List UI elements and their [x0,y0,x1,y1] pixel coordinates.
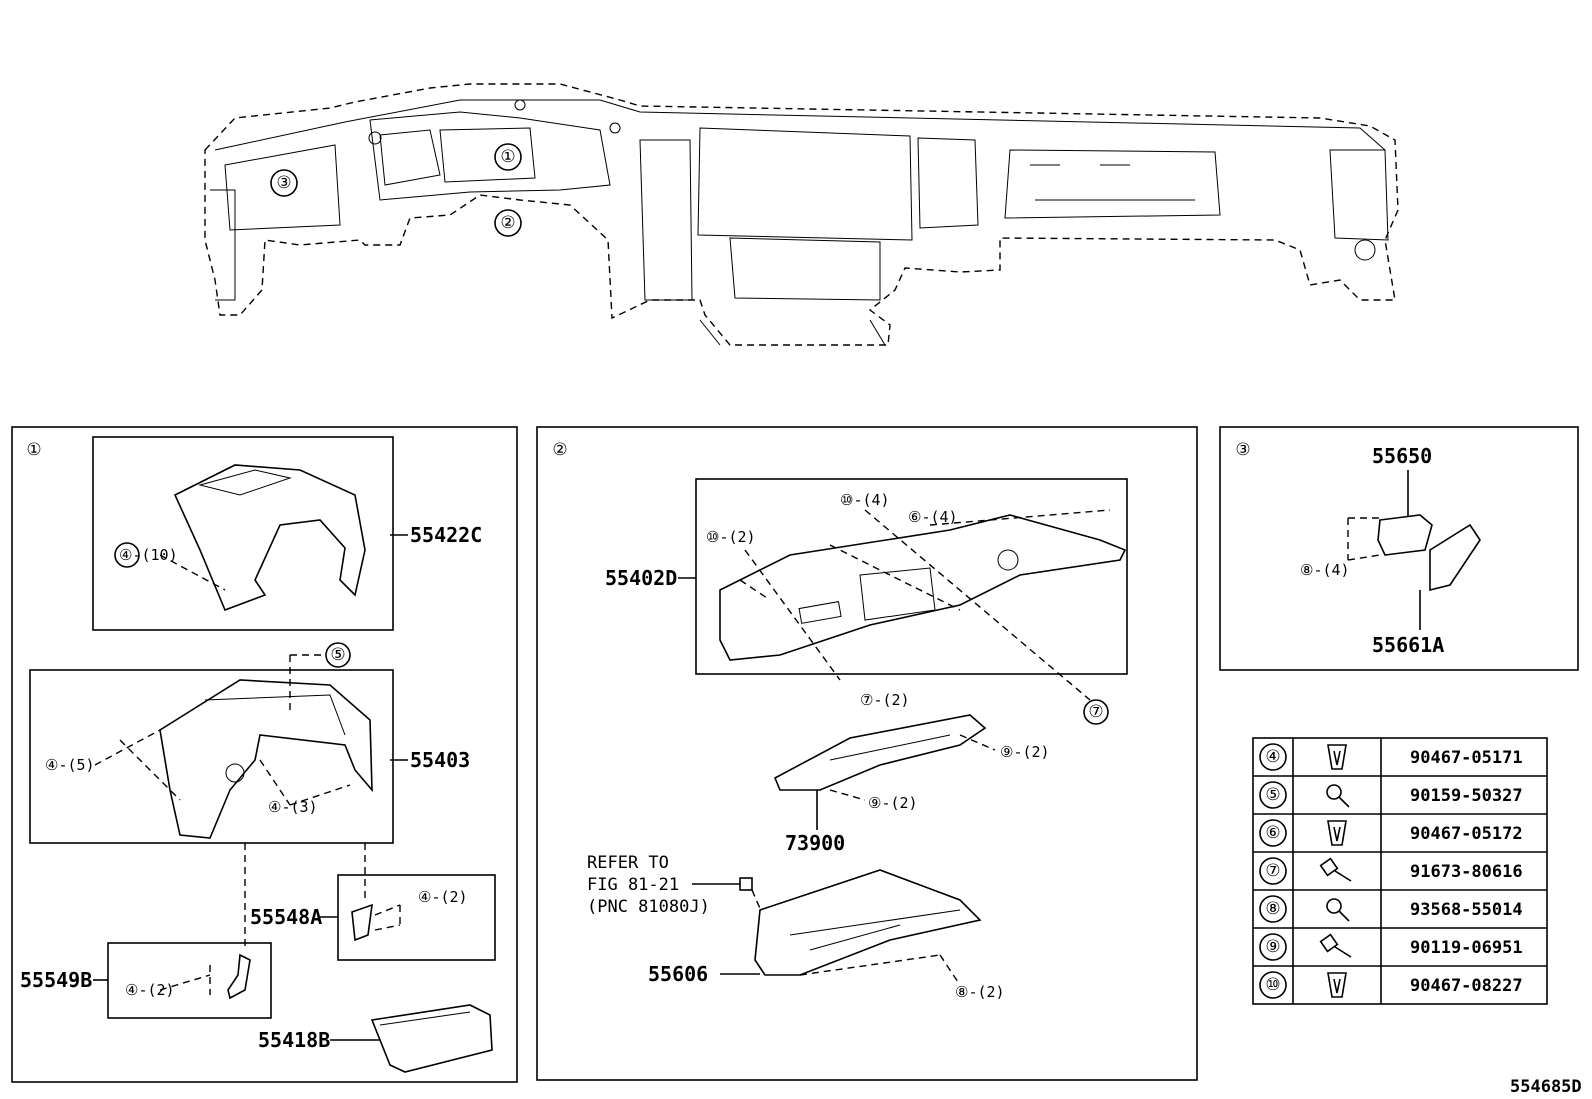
refer-line-3: (PNC 81080J) [587,897,710,917]
pno-55606: 55606 [648,962,708,986]
under-cover-55606-part [754,869,982,976]
table-ref: ⑦ [1265,861,1280,881]
screw-icon [1326,898,1350,922]
note-73900-a: ⑨-(2) [1000,743,1050,761]
bracket-73900-part [773,714,987,791]
table-ref: ⑧ [1265,899,1280,919]
table-ref-circle [1259,933,1287,961]
clip-ref-circle [114,542,140,568]
note-55402d-a: ⑩-(4) [840,491,890,509]
callout-1-main [494,143,522,171]
note-55403-a: ④-(5) [45,756,95,774]
clip-icon [1327,820,1347,846]
switch-base-55650-part [1377,514,1433,556]
bolt-icon [1319,857,1352,882]
note-55402d-b: ⑥-(4) [908,508,958,526]
note-55403-b: ④-(3) [268,798,318,816]
pno-55548a: 55548A [250,905,322,929]
pno-55661a: 55661A [1372,633,1444,657]
table-part-number: 90467-05171 [1410,748,1523,768]
callout-2-main-label: ② [500,213,515,233]
callout-2-main [494,209,522,237]
pno-55650: 55650 [1372,444,1432,468]
instrument-panel-reinforcement [204,83,1399,346]
clip-icon [1327,972,1347,998]
lower-panel-55402d-part [719,514,1127,661]
pno-55403: 55403 [410,748,470,772]
callout-1-main-label: ① [500,147,515,167]
refer-line-1: REFER TO [587,853,669,873]
callout-3-main [270,169,298,197]
screw-part [739,877,753,891]
note-55650: ⑧-(4) [1300,561,1350,579]
callout-3-main-label: ③ [276,173,291,193]
table-ref-circle [1259,743,1287,771]
table-part-number: 90119-06951 [1410,938,1523,958]
note-55403-c: ⑤ [330,645,345,665]
pno-55549b: 55549B [20,968,92,992]
garnish-55418b-part [370,1004,493,1073]
fastener-table: ④ 90467-05171 ⑤ 90159-50327 ⑥ 90467-05172 ⑦ 916… [1252,737,1548,1005]
bracket-55549b-part [227,953,251,1000]
bolt-icon [1319,933,1352,958]
table-part-number: 90159-50327 [1410,786,1523,806]
section-1-marker: ① [26,440,41,460]
note-55402d-d: ⑦-(2) [860,691,910,709]
bezel-55661a-part [1429,523,1481,592]
table-ref: ④ [1265,747,1280,767]
bolt-ref-circle [1083,699,1109,725]
screw-ref-circle [325,642,351,668]
section-3-marker: ③ [1235,440,1250,460]
table-ref: ⑨ [1265,937,1280,957]
table-ref: ⑥ [1265,823,1280,843]
section-2-frame [536,426,1198,1081]
section-1-frame [11,426,518,1083]
diagram-id: 554685D [1510,1077,1582,1097]
clip-icon [1327,744,1347,770]
note-55402d-e: ⑦ [1088,702,1103,722]
note-55422c: ④-(10) [119,546,178,564]
note-55402d-c: ⑩-(2) [706,528,756,546]
table-part-number: 90467-05172 [1410,824,1523,844]
table-part-number: 91673-80616 [1410,862,1523,882]
pno-73900: 73900 [785,831,845,855]
cluster-finish-panel-part [159,679,373,839]
section-2-marker: ② [552,440,567,460]
table-ref-circle [1259,895,1287,923]
table-ref: ⑩ [1265,975,1280,995]
section-3-frame [1219,426,1579,671]
pno-55402d: 55402D [605,566,677,590]
table-ref-circle [1259,781,1287,809]
note-73900-b: ⑨-(2) [868,794,918,812]
table-ref-circle [1259,857,1287,885]
screw-icon [1326,784,1350,808]
note-55548a: ④-(2) [418,888,468,906]
cover-55422c-part [173,464,366,612]
section-1-subframe-55422c [92,436,394,631]
section-1-subframe-55403 [29,669,394,844]
note-55549b: ④-(2) [125,981,175,999]
section-2-subframe-55402d [695,478,1128,675]
refer-line-2: FIG 81-21 [587,875,679,895]
note-55606: ⑧-(2) [955,983,1005,1001]
table-ref-circle [1259,971,1287,999]
table-part-number: 93568-55014 [1410,900,1523,920]
table-part-number: 90467-08227 [1410,976,1523,996]
pno-55422c: 55422C [410,523,482,547]
pno-55418b: 55418B [258,1028,330,1052]
table-ref: ⑤ [1265,785,1280,805]
table-ref-circle [1259,819,1287,847]
bracket-55548a-part [351,903,373,942]
